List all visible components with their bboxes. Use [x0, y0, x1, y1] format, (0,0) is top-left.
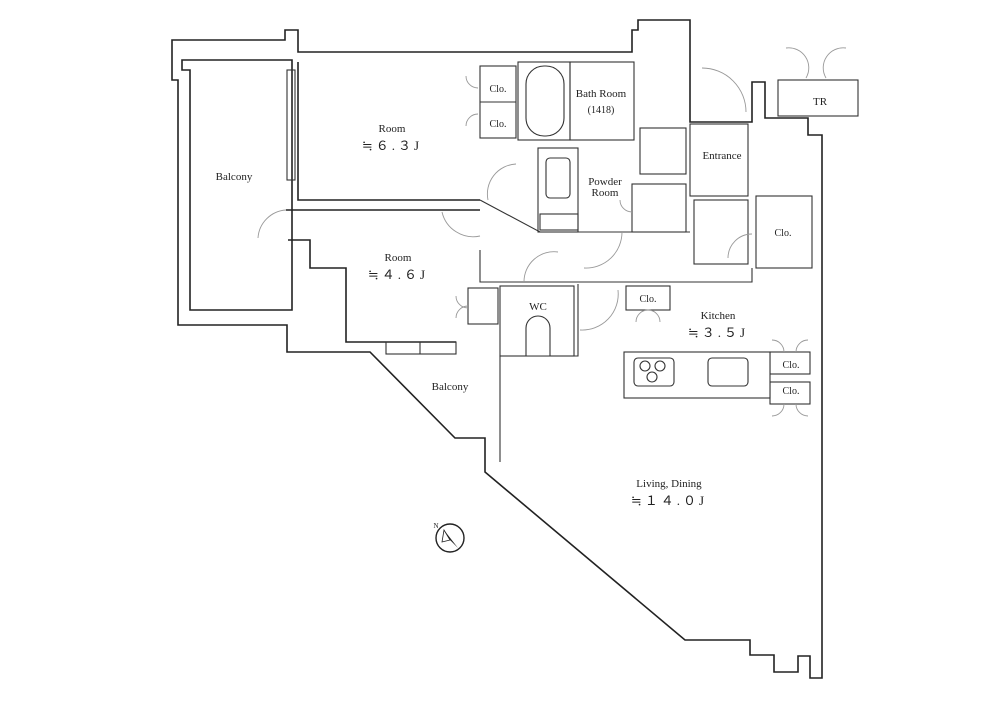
room2-size: ≒４.６J — [368, 267, 428, 282]
door-swing — [523, 251, 559, 283]
powder-room-label-1: Powder — [588, 176, 622, 188]
tr-label: TR — [813, 96, 828, 108]
door-swing — [771, 403, 809, 417]
door-swing — [701, 67, 747, 113]
bathtub — [525, 65, 565, 137]
balcony-south-label: Balcony — [432, 381, 469, 393]
door-swing — [257, 209, 287, 239]
closet-label: Clo. — [490, 84, 507, 95]
burner — [654, 360, 666, 372]
door-swing — [583, 231, 623, 269]
room1-label: Room — [379, 123, 406, 135]
outer-walls — [171, 19, 823, 679]
compass-icon: N — [433, 522, 465, 553]
closet-label: Clo. — [783, 386, 800, 397]
closet-label: Clo. — [640, 294, 657, 305]
entrance-label: Entrance — [702, 150, 741, 162]
labels: Balcony Room ≒６.３J Room ≒４.６J Bath Room … — [216, 84, 828, 508]
door-swing — [822, 47, 847, 79]
trunk-room — [777, 79, 859, 117]
wc-label: WC — [529, 301, 547, 313]
door-swing — [635, 309, 661, 323]
door-swing — [465, 75, 479, 127]
kitchen-label: Kitchen — [701, 310, 736, 322]
door-swing — [727, 233, 753, 259]
living-dining-size: ≒１４.０J — [631, 493, 707, 508]
interior-walls — [286, 61, 813, 462]
closet-label: Clo. — [783, 360, 800, 371]
room2-label: Room — [385, 252, 412, 264]
vanity-sink — [545, 157, 571, 199]
door-swing — [619, 199, 633, 213]
burner — [639, 360, 651, 372]
closet-label: Clo. — [490, 119, 507, 130]
door-swing — [771, 339, 809, 353]
bath-room-model: (1418) — [588, 105, 615, 116]
toilet — [525, 315, 551, 357]
living-dining-label: Living, Dining — [636, 478, 702, 490]
door-swing — [455, 295, 469, 319]
room1-size: ≒６.３J — [362, 138, 422, 153]
kitchen-sink — [707, 357, 749, 387]
north-label: N — [433, 522, 438, 530]
door-swing — [441, 211, 481, 238]
burner — [646, 371, 658, 383]
bath-room-label: Bath Room — [576, 88, 627, 100]
fixtures — [525, 65, 859, 399]
powder-room-label-2: Room — [592, 187, 619, 199]
door-swing — [579, 289, 619, 331]
door-swings — [257, 47, 847, 417]
door-swing — [785, 47, 810, 79]
closet-label: Clo. — [775, 228, 792, 239]
door-swing — [486, 163, 517, 201]
kitchen-size: ≒３.５J — [688, 325, 748, 340]
balcony-west-label: Balcony — [216, 171, 253, 183]
